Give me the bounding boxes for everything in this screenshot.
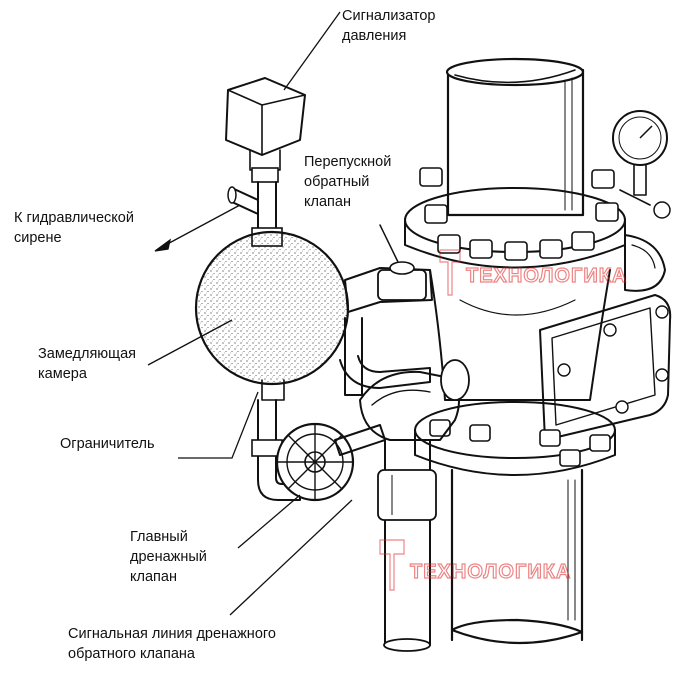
watermark-bottom: ТЕХНОЛОГИКА	[379, 539, 571, 591]
retarding-chamber	[194, 230, 350, 401]
label-to-hydraulic-siren: К гидравлической сирене	[14, 210, 134, 246]
leader-lines	[147, 11, 353, 616]
leader-main-drain	[237, 494, 301, 549]
label-restrictor: Ограничитель	[60, 436, 155, 452]
watermark-top: ТЕХНОЛОГИКА	[439, 249, 627, 296]
leader-retarding-chamber	[147, 319, 233, 366]
pressure-switch	[225, 77, 306, 183]
flange-bolts-top	[419, 167, 619, 261]
top-flange	[404, 167, 626, 269]
leader-signal-line	[229, 499, 353, 616]
svg-text:ТЕХНОЛОГИКА: ТЕХНОЛОГИКА	[466, 265, 627, 287]
label-pressure-switch: Сигнализатор давления	[342, 8, 436, 44]
bottom-flange	[414, 401, 616, 476]
alarm-valve-body	[429, 269, 672, 441]
cover-bolts	[557, 305, 669, 414]
flange-bolts-bottom	[429, 419, 611, 467]
leader-pressure-switch	[283, 11, 341, 91]
label-retarding-chamber: Замедляющая камера	[38, 346, 137, 382]
riser-pipe-top	[445, 57, 585, 217]
arrow-siren-icon	[154, 238, 172, 252]
leader-restrictor	[178, 391, 259, 459]
drain-pipe	[377, 439, 437, 652]
pressure-gauge-top	[612, 110, 671, 219]
bypass-check-valve	[339, 224, 433, 396]
pressure-gauge-side	[624, 234, 666, 292]
main-drain-valve	[275, 422, 386, 502]
label-drain-check-signal-line: Сигнальная линия дренажного обратного кл…	[68, 626, 276, 662]
label-main-drain-valve: Главный дренажный клапан	[130, 529, 207, 585]
riser-pipe-bottom	[450, 468, 584, 645]
label-bypass-check-valve: Перепускной обратный клапан	[304, 154, 392, 210]
drain-check-elbow	[359, 359, 470, 441]
leader-siren	[159, 204, 241, 249]
svg-text:ТЕХНОЛОГИКА: ТЕХНОЛОГИКА	[410, 561, 571, 583]
